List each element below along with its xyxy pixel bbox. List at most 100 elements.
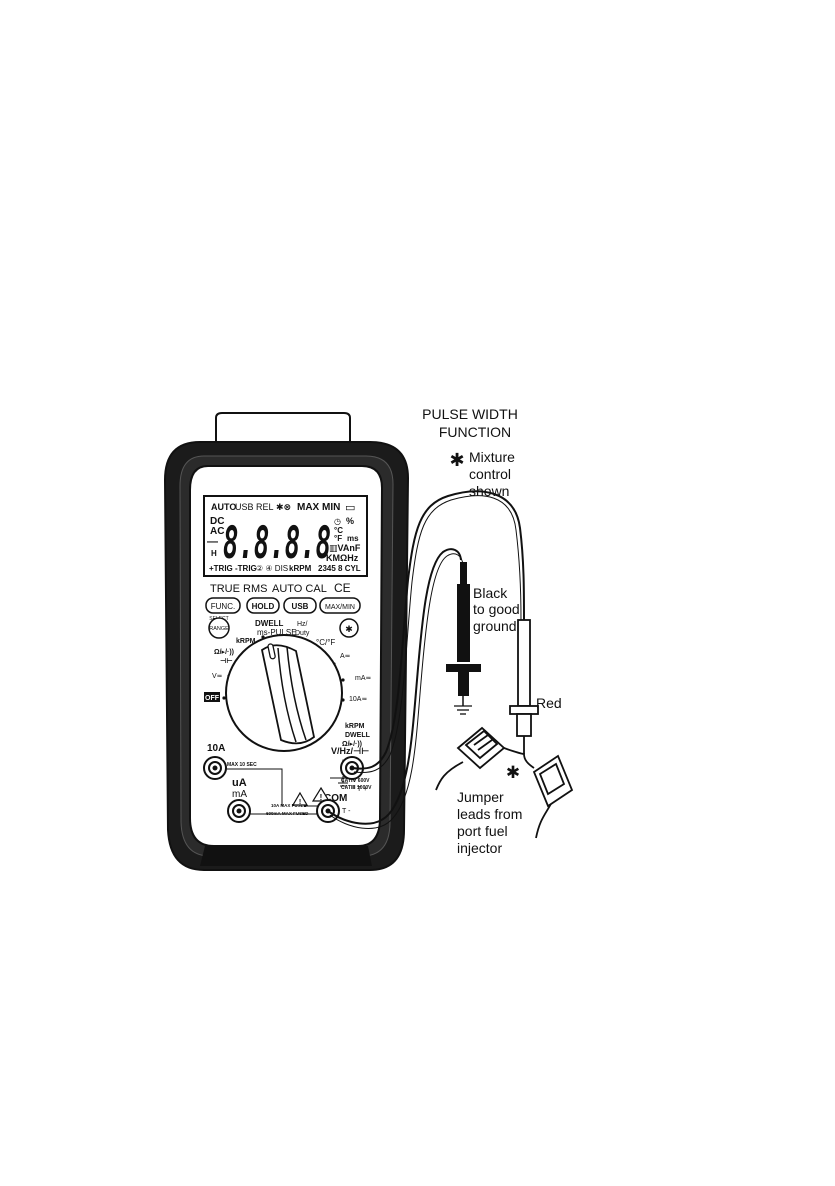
dial-temp: °C/°F (316, 638, 335, 647)
terminal-vhz-label: V/Hz/⊣⊢ (331, 746, 369, 756)
dial-pointer (267, 643, 276, 660)
ce-mark: CE (334, 581, 351, 595)
t-minus-label: T - (342, 808, 351, 815)
terminal-10a-label: 10A (207, 743, 225, 754)
red-label: Red (536, 695, 562, 711)
terminal-dwell-label: DWELL (345, 732, 371, 739)
dial-hz: Hz/ (297, 621, 308, 628)
warning-mark: ! (320, 793, 323, 802)
jumper-label-line-4: injector (457, 840, 502, 856)
terminal-ua-ma-jack[interactable] (227, 799, 251, 823)
backlight-button[interactable] (339, 618, 359, 638)
mixture-line-1: Mixture (469, 449, 515, 465)
connector-right-top (538, 762, 566, 796)
usb-button[interactable] (283, 597, 317, 614)
t-plus-label: T + (357, 786, 367, 793)
usb-button-label: USB (292, 602, 309, 611)
warning-triangle-icon-2 (291, 791, 309, 806)
auto-cal-label: AUTO CAL (272, 583, 327, 595)
jumper-wire-mid (493, 743, 535, 769)
lcd-clock-icon: ◷ (334, 517, 341, 526)
black-label-line-3: ground (473, 618, 517, 634)
ground-icon (338, 776, 348, 787)
terminal-ma-label: mA (232, 789, 247, 800)
true-rms-label: TRUE RMS (210, 583, 267, 595)
dial-dwell: DWELL (255, 619, 284, 628)
lcd-krpm: kRPM (289, 564, 312, 573)
jumper-asterisk-icon: ✱ (506, 763, 520, 782)
terminal-10a-jack[interactable] (203, 756, 227, 780)
multimeter: AUTO USB REL ✱⊗ MAX MIN ▭ DC AC — H 8.8.… (163, 412, 410, 871)
lcd-bluetooth-icon: ✱⊗ (276, 502, 291, 512)
red-probe (509, 619, 539, 754)
injector-jumper-leads (435, 726, 574, 839)
terminal-com-label: COM (324, 793, 347, 804)
dial-duty: Duty (295, 630, 310, 637)
dial-grip-line-left (277, 647, 297, 743)
lcd-cyl-nums: ② ④ DIS (256, 564, 288, 573)
backlight-icon: ✱ (345, 624, 353, 634)
lcd-dc: DC (210, 516, 224, 527)
pcb-traces (226, 768, 354, 815)
lcd-celsius: °C (334, 526, 343, 535)
mixture-asterisk-icon: ✱ (449, 450, 464, 470)
func-button-label: FUNC. (211, 602, 235, 611)
lcd-hold-indicator: H (211, 549, 217, 558)
jumper-label-line-1: Jumper (457, 789, 504, 805)
dial-v: V≂ (212, 673, 223, 680)
lcd-kmohz: KMΩHz (326, 553, 359, 563)
range-button[interactable] (208, 617, 230, 639)
dial-10a: 10A≂ (349, 696, 367, 703)
cat-rating-2: CATⅢ 1000V (341, 785, 372, 791)
warning-triangle-icon (311, 786, 331, 802)
lcd-percent: % (346, 516, 354, 526)
red-lead-wire-2 (353, 495, 522, 773)
jumper-label-line-2: leads from (457, 806, 522, 822)
lcd-trig: +TRIG -TRIG (209, 564, 257, 573)
terminal-krpm-label: kRPM (345, 723, 365, 730)
lcd-auto: AUTO (211, 502, 236, 512)
test-leads (327, 490, 525, 829)
jumper-wire-left (435, 761, 464, 791)
terminal-ua-label: uA (232, 777, 247, 789)
lcd-fahrenheit: °F (334, 534, 342, 543)
cat-rating-1: CATⅣ 600V (341, 778, 370, 784)
dial-krpm: kRPM (236, 638, 256, 645)
terminal-ohm-label: Ω/▸/·)) (342, 741, 362, 748)
mixture-line-3: shown (469, 483, 509, 499)
probe-ground-icon (454, 705, 472, 715)
lcd-maxmin: MAX MIN (297, 502, 340, 513)
connector-right (532, 754, 574, 808)
black-label-line-1: Black (473, 585, 508, 601)
lcd-cyl: 2345 8 CYL (318, 564, 361, 573)
lcd-minus: — (207, 536, 218, 548)
lcd-ms: ms (347, 534, 359, 543)
black-probe (446, 562, 481, 715)
hold-button[interactable] (246, 597, 280, 614)
dial-a: A≂ (340, 653, 351, 660)
lcd-ac: AC (210, 526, 224, 537)
fuse-rating-1: 10A MAX FUSED (271, 803, 308, 808)
jumper-label-line-3: port fuel (457, 823, 508, 839)
title-line-2: FUNCTION (439, 424, 511, 440)
lcd-usb: USB (235, 502, 254, 512)
func-button[interactable] (205, 597, 241, 614)
lcd-battery-icon: ▭ (345, 502, 355, 514)
maxmin-button[interactable] (319, 597, 361, 614)
holster-tab (215, 412, 351, 442)
dial-grip-line-right (286, 646, 307, 741)
warning-mark-2: ! (299, 799, 301, 806)
black-label-line-2: to good (473, 601, 520, 617)
connector-left-top (464, 729, 499, 760)
black-lead-wire (327, 548, 462, 825)
range-button-label: RANGE (209, 626, 229, 632)
dial-off-box (204, 692, 220, 702)
dial-capacitance: ⊣⊢ (220, 658, 233, 665)
black-lead-wire-2 (329, 553, 464, 829)
red-lead-wire (351, 490, 525, 770)
lcd-rel: REL (256, 502, 274, 512)
dial-ms-pulse: ms-PULSE (257, 628, 297, 637)
lcd-digits: 8.8.8.8 (223, 518, 331, 569)
maxmin-button-label: MAX/MIN (325, 604, 355, 611)
